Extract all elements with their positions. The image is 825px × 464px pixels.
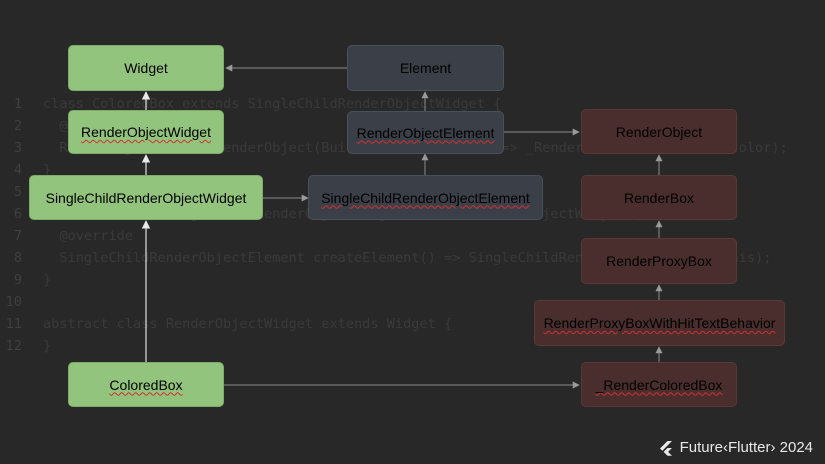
code-line: 7 @override: [13, 228, 134, 244]
node-render-proxy-box-label: RenderProxyBox: [606, 253, 712, 269]
node-render-colored-box: _RenderColoredBox: [581, 362, 737, 407]
node-render-object-label: RenderObject: [615, 123, 703, 140]
code-line: 9}: [13, 272, 52, 288]
node-render-object-widget: RenderObjectWidget: [68, 110, 224, 154]
node-element: Element: [347, 45, 504, 91]
flutter-logo-icon: [659, 440, 672, 456]
node-single-child-render-object-widget-label: SingleChildRenderObjectWidget: [45, 189, 247, 206]
code-line: 12}: [5, 338, 52, 354]
node-single-child-render-object-element-label: SingleChildRenderObjectElement: [321, 189, 530, 206]
node-widget: Widget: [68, 45, 224, 91]
node-render-box-label: RenderBox: [623, 189, 695, 206]
node-colored-box-label: ColoredBox: [109, 376, 183, 393]
code-line: 5: [13, 184, 22, 200]
event-branding: Future‹Flutter› 2024: [658, 439, 813, 456]
node-render-object: RenderObject: [581, 109, 737, 154]
node-single-child-render-object-widget: SingleChildRenderObjectWidget: [29, 175, 263, 220]
node-render-object-element-label: RenderObjectElement: [356, 124, 495, 141]
node-render-colored-box-label: _RenderColoredBox: [595, 376, 723, 393]
node-render-proxy-box-with-hit-test-behavior-label: RenderProxyBoxWithHitTextBehavior: [543, 315, 776, 331]
node-render-proxy-box: RenderProxyBox: [581, 238, 737, 284]
node-render-object-element: RenderObjectElement: [347, 111, 504, 154]
node-element-label: Element: [399, 60, 452, 76]
node-render-proxy-box-with-hit-test-behavior: RenderProxyBoxWithHitTextBehavior: [534, 300, 785, 346]
branding-text: Future‹Flutter› 2024: [679, 439, 813, 456]
code-line: 10: [5, 294, 22, 310]
node-render-box: RenderBox: [581, 175, 737, 220]
node-render-object-widget-label: RenderObjectWidget: [81, 124, 211, 140]
node-single-child-render-object-element: SingleChildRenderObjectElement: [308, 175, 543, 220]
node-colored-box: ColoredBox: [68, 362, 224, 407]
code-line: 4}: [13, 162, 52, 178]
node-widget-label: Widget: [124, 60, 168, 76]
